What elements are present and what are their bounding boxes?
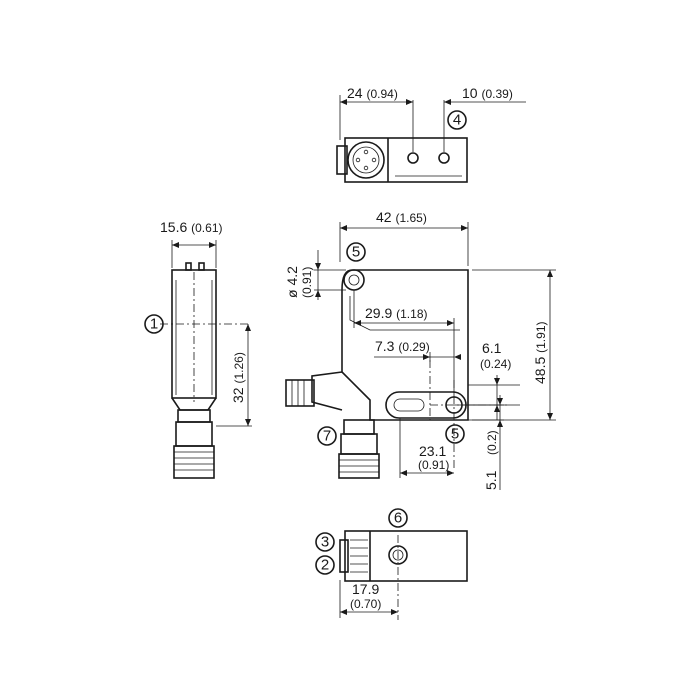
callout-7-label: 7 xyxy=(323,428,331,445)
dim-32-value: 32 xyxy=(230,387,246,403)
callout-5-top xyxy=(346,242,366,262)
top-view: 24 (0.94) 10 (0.39) 4 xyxy=(336,85,526,183)
svg-text:15.6 (0.61): 15.6 (0.61) xyxy=(160,219,223,235)
connector-face xyxy=(347,141,385,179)
side-view-body xyxy=(171,269,217,399)
dim-42-value: 42 xyxy=(376,209,392,225)
top-view-body xyxy=(344,137,468,183)
side-view: 15.6 (0.61) 32 (1.26) 1 xyxy=(144,219,252,479)
svg-text:10 (0.39): 10 (0.39) xyxy=(462,85,513,101)
svg-text:32 (1.26): 32 (1.26) xyxy=(230,352,246,403)
top-mounting-hole xyxy=(407,152,419,164)
dim-24-inch: (0.94) xyxy=(366,87,397,101)
dim-7-3-inch: (0.29) xyxy=(398,340,429,354)
dim-23-1-inch: (0.91) xyxy=(418,458,449,472)
callout-6-label: 6 xyxy=(394,510,402,527)
callout-4 xyxy=(447,110,467,130)
dim-7-3-value: 7.3 xyxy=(375,338,395,354)
dim-48-5-value: 48.5 xyxy=(532,357,548,384)
dim-24-value: 24 xyxy=(347,85,363,101)
dim-32-inch: (1.26) xyxy=(232,352,246,383)
dim-6-1-value: 6.1 xyxy=(482,340,502,356)
svg-text:42 (1.65): 42 (1.65) xyxy=(376,209,427,225)
callout-5-bottom-label: 5 xyxy=(451,426,459,443)
callout-5-top-label: 5 xyxy=(352,244,360,261)
svg-text:48.5 (1.91): 48.5 (1.91) xyxy=(532,322,548,385)
dim-15-6-inch: (0.61) xyxy=(191,221,222,235)
top-mounting-hole xyxy=(438,152,450,164)
dim-29-9-inch: (1.18) xyxy=(396,307,427,321)
side-connector xyxy=(173,445,215,479)
callout-1 xyxy=(144,314,164,334)
svg-text:7.3 (0.29): 7.3 (0.29) xyxy=(375,338,430,354)
callout-3 xyxy=(315,532,335,552)
svg-text:29.9 (1.18): 29.9 (1.18) xyxy=(365,305,428,321)
svg-text:24 (0.94): 24 (0.94) xyxy=(347,85,398,101)
dim-42-inch: (1.65) xyxy=(395,211,426,225)
dim-10-value: 10 xyxy=(462,85,478,101)
callout-2-label: 2 xyxy=(321,557,329,574)
dim-29-9-value: 29.9 xyxy=(365,305,392,321)
callout-6 xyxy=(388,508,408,528)
dim-17-9-inch: (0.70) xyxy=(350,597,381,611)
callout-3-label: 3 xyxy=(321,534,329,551)
callout-2 xyxy=(315,555,335,575)
front-view: 42 (1.65) ø 4.2 (0.91) 5 29.9 (1.18) 7.3… xyxy=(284,209,556,490)
dim-10-inch: (0.39) xyxy=(481,87,512,101)
dim-15-6-value: 15.6 xyxy=(160,219,187,235)
dim-5-1-value: 5.1 xyxy=(483,470,499,490)
dim-hole-value: ø 4.2 xyxy=(284,266,300,298)
callout-1-label: 1 xyxy=(150,316,158,333)
dim-17-9-value: 17.9 xyxy=(352,581,379,597)
callout-4-label: 4 xyxy=(453,112,461,129)
dim-hole-inch: (0.91) xyxy=(300,267,314,298)
callout-5-bottom xyxy=(445,424,465,444)
dim-6-1-inch: (0.24) xyxy=(480,357,511,371)
dim-23-1-value: 23.1 xyxy=(419,443,446,459)
bottom-view: 6 3 2 17.9 (0.70) xyxy=(315,508,468,620)
bottom-view-body xyxy=(344,530,468,582)
dim-5-1-inch: (0.2) xyxy=(485,430,499,455)
dim-48-5-inch: (1.91) xyxy=(534,322,548,353)
callout-7 xyxy=(317,426,337,446)
front-mounting-hole-top xyxy=(343,269,365,291)
